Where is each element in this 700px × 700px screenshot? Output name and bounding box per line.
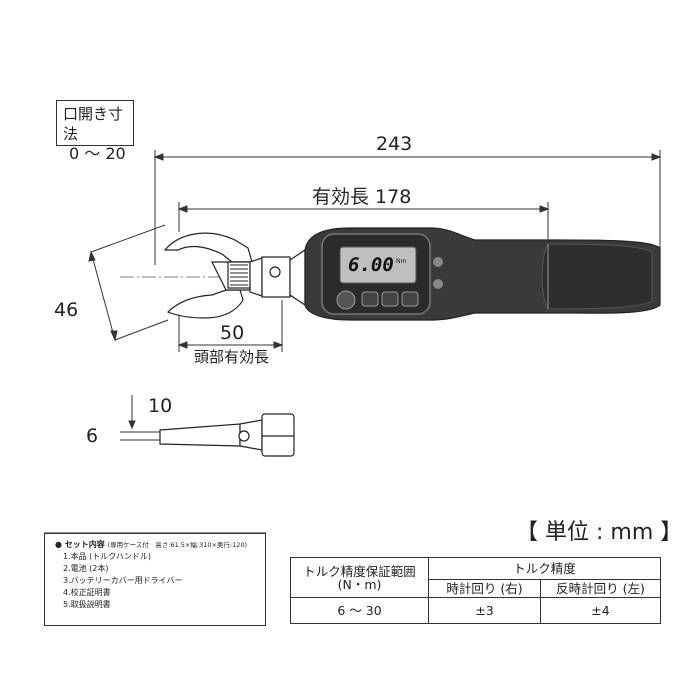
effective-length-label: 有効長 178 — [312, 186, 412, 208]
opening-size-box: 口開き寸法 0 ～ 20 — [56, 100, 134, 163]
button-2[interactable] — [381, 291, 399, 307]
led-indicator — [433, 279, 443, 289]
side-view — [159, 413, 295, 457]
lcd-unit: Nm — [396, 258, 407, 265]
head-length-caption: 頭部有効長 — [194, 348, 270, 366]
clockwise-header: 時計回り (右) — [428, 579, 541, 598]
range-value: 6 ～ 30 — [290, 597, 429, 624]
list-item: 2.電池 (2本) — [63, 564, 109, 573]
set-contents-title: ● セット内容 (専用ケース付 高さ:61.5×幅:310×奥行:120) — [55, 539, 265, 551]
head-length-dimension — [177, 300, 284, 352]
range-header-cell: トルク精度保証範囲 (N・m) — [290, 557, 429, 598]
table-row: トルク精度保証範囲 (N・m) トルク精度 — [290, 557, 662, 598]
set-contents-note: (専用ケース付 高さ:61.5×幅:310×奥行:120) — [107, 541, 248, 549]
accuracy-header: トルク精度 — [427, 557, 662, 580]
led-indicator — [433, 257, 443, 267]
button-1[interactable] — [361, 291, 379, 307]
opening-size-value: 0 ～ 20 — [69, 144, 126, 163]
lcd-reading: 6.00 — [348, 254, 394, 276]
counter-header: 反時計回り (左) — [539, 579, 662, 598]
list-item: 3.バッテリーカバー用ドライバー — [63, 576, 183, 585]
set-contents-heading: ● セット内容 — [55, 540, 105, 549]
neck — [249, 248, 306, 307]
set-contents-box: ● セット内容 (専用ケース付 高さ:61.5×幅:310×奥行:120) 1.… — [44, 533, 266, 626]
list-item: 1.本品 (トルクハンドル) — [63, 552, 152, 561]
torque-spec-table: トルク精度保証範囲 (N・m) トルク精度 時計回り (右) 反時計回り (左)… — [290, 557, 662, 624]
opening-size-label: 口開き寸法 — [63, 105, 124, 143]
range-unit: (N・m) — [337, 576, 382, 592]
clockwise-value: ±3 — [428, 597, 541, 624]
unit-label: 【 単位 : mm 】 — [516, 520, 683, 545]
range-header: トルク精度保証範囲 — [303, 563, 416, 579]
list-item: 4.校正証明書 — [63, 588, 111, 597]
overall-length-label: 243 — [376, 133, 413, 155]
direction-pad-button[interactable] — [336, 290, 356, 310]
jaw-height-label: 46 — [54, 299, 79, 321]
worm-screw-threads — [230, 264, 248, 286]
set-contents-list: 1.本品 (トルクハンドル) 2.電池 (2本) 3.バッテリーカバー用ドライバ… — [55, 551, 265, 611]
head-length-label: 50 — [220, 322, 245, 344]
grip — [541, 243, 653, 310]
list-item: 5.取扱説明書 — [63, 600, 111, 609]
button-3[interactable] — [401, 291, 419, 307]
side-thickness-label: 6 — [86, 425, 99, 447]
jaw-height-dimension — [88, 224, 169, 342]
table-row: 6 ～ 30 ±3 ±4 — [290, 597, 662, 624]
lcd-screen — [339, 246, 417, 284]
overall-length-dimension — [153, 150, 662, 272]
adjustable-head — [163, 232, 253, 319]
counter-value: ±4 — [539, 597, 662, 624]
side-top-label: 10 — [148, 395, 173, 417]
